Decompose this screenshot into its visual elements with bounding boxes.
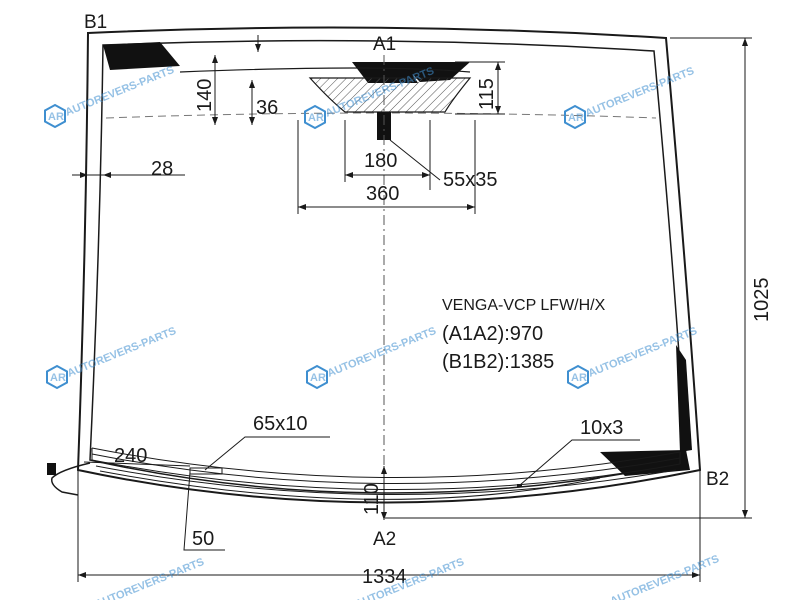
watermark-4: AR AUTOREVERS-PARTS xyxy=(46,325,178,389)
watermark-logo-text: AR xyxy=(50,372,66,384)
dim-text-65x10: 65x10 xyxy=(253,413,308,435)
watermark-text: AUTOREVERS-PARTS xyxy=(64,64,176,119)
dim-text-115: 115 xyxy=(476,78,498,110)
label-b1: B1 xyxy=(84,12,107,33)
dim-text-360: 360 xyxy=(366,183,399,205)
watermark-logo-text: AR xyxy=(571,372,587,384)
dim-text-28: 28 xyxy=(151,158,173,180)
dim-text-50: 50 xyxy=(192,528,214,550)
leader-55x35 xyxy=(389,139,441,181)
watermark-logo-text: AR xyxy=(48,111,64,123)
dim-text-240: 240 xyxy=(114,445,147,467)
ceramic-print-top-left xyxy=(103,42,180,70)
ceramic-print-bottom-right xyxy=(600,450,690,476)
a1a2-measure: (A1A2):970 xyxy=(442,323,543,345)
watermark-5: AR AUTOREVERS-PARTS xyxy=(306,325,438,389)
watermark-logo-text: AR xyxy=(568,112,584,124)
dim-line-240 xyxy=(83,461,191,467)
watermark-logo-text: AR xyxy=(308,112,324,124)
heater-connector xyxy=(47,463,56,475)
label-a2: A2 xyxy=(373,529,396,550)
b1b2-measure: (B1B2):1385 xyxy=(442,351,554,373)
dim-text-1334: 1334 xyxy=(362,566,407,588)
model-code: VENGA-VCP LFW/H/X xyxy=(442,297,606,314)
heater-element-10x3 xyxy=(517,484,522,487)
watermark-7: AUTOREVERS-PARTS xyxy=(94,556,206,600)
dim-text-1025: 1025 xyxy=(751,278,773,323)
heating-wires xyxy=(91,447,681,500)
watermark-text: AUTOREVERS-PARTS xyxy=(94,556,206,600)
heater-element-65x10 xyxy=(189,467,223,475)
dim-text-110: 110 xyxy=(361,483,383,515)
leader-50 xyxy=(183,471,225,551)
watermark-logo-text: AR xyxy=(310,372,326,384)
leader-10x3 xyxy=(519,439,640,486)
sunband-line xyxy=(179,67,471,73)
label-b2: B2 xyxy=(706,469,729,490)
mirror-bracket xyxy=(377,112,391,140)
ceramic-print-right-edge xyxy=(676,345,692,452)
watermark-text: AUTOREVERS-PARTS xyxy=(584,65,696,120)
dim-text-55x35: 55x35 xyxy=(443,169,498,191)
watermark-9: AUTOREVERS-PARTS xyxy=(609,553,721,600)
ceramic-print-top-right xyxy=(400,62,470,82)
dim-text-36: 36 xyxy=(256,97,278,119)
label-a1: A1 xyxy=(373,34,396,55)
heater-cable xyxy=(50,462,91,496)
watermark-text: AUTOREVERS-PARTS xyxy=(609,553,721,600)
mirror-area-hatched xyxy=(308,77,472,113)
watermark-text: AUTOREVERS-PARTS xyxy=(326,325,438,380)
watermark-3: AR AUTOREVERS-PARTS xyxy=(564,65,696,129)
dim-text-180: 180 xyxy=(364,150,397,172)
dim-text-140: 140 xyxy=(194,79,216,112)
dim-text-10x3: 10x3 xyxy=(580,417,623,439)
leader-65x10 xyxy=(204,436,330,471)
